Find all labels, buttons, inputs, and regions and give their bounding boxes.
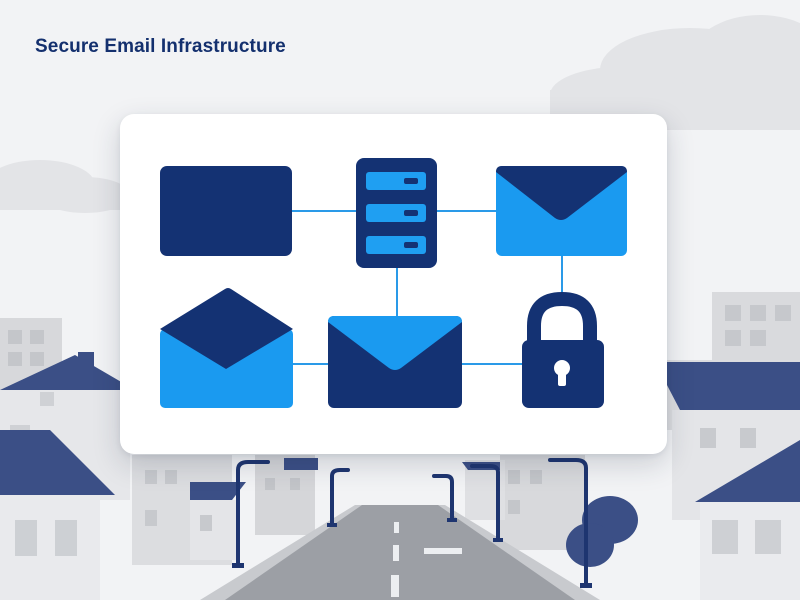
open-envelope-icon [160,288,293,408]
connector-lines [292,210,563,365]
display-box-icon [160,166,292,256]
road-icon [200,505,600,600]
cloud-icon [550,15,800,130]
house-icon [695,440,800,600]
server-rack-icon [356,158,437,268]
building-icon [255,455,318,535]
house-icon [132,455,246,565]
tree-icon [566,496,638,567]
page-title: Secure Email Infrastructure [35,36,286,57]
envelope-icon [328,316,462,408]
cloud-icon [0,160,130,213]
padlock-icon [522,291,604,408]
house-icon [0,430,115,600]
street-lamp-icon [236,458,588,587]
envelope-icon [496,166,627,256]
building-icon [712,292,800,372]
street-lamp-icon [232,518,592,588]
diagram-card [120,114,667,454]
email-infrastructure-diagram [160,158,627,408]
